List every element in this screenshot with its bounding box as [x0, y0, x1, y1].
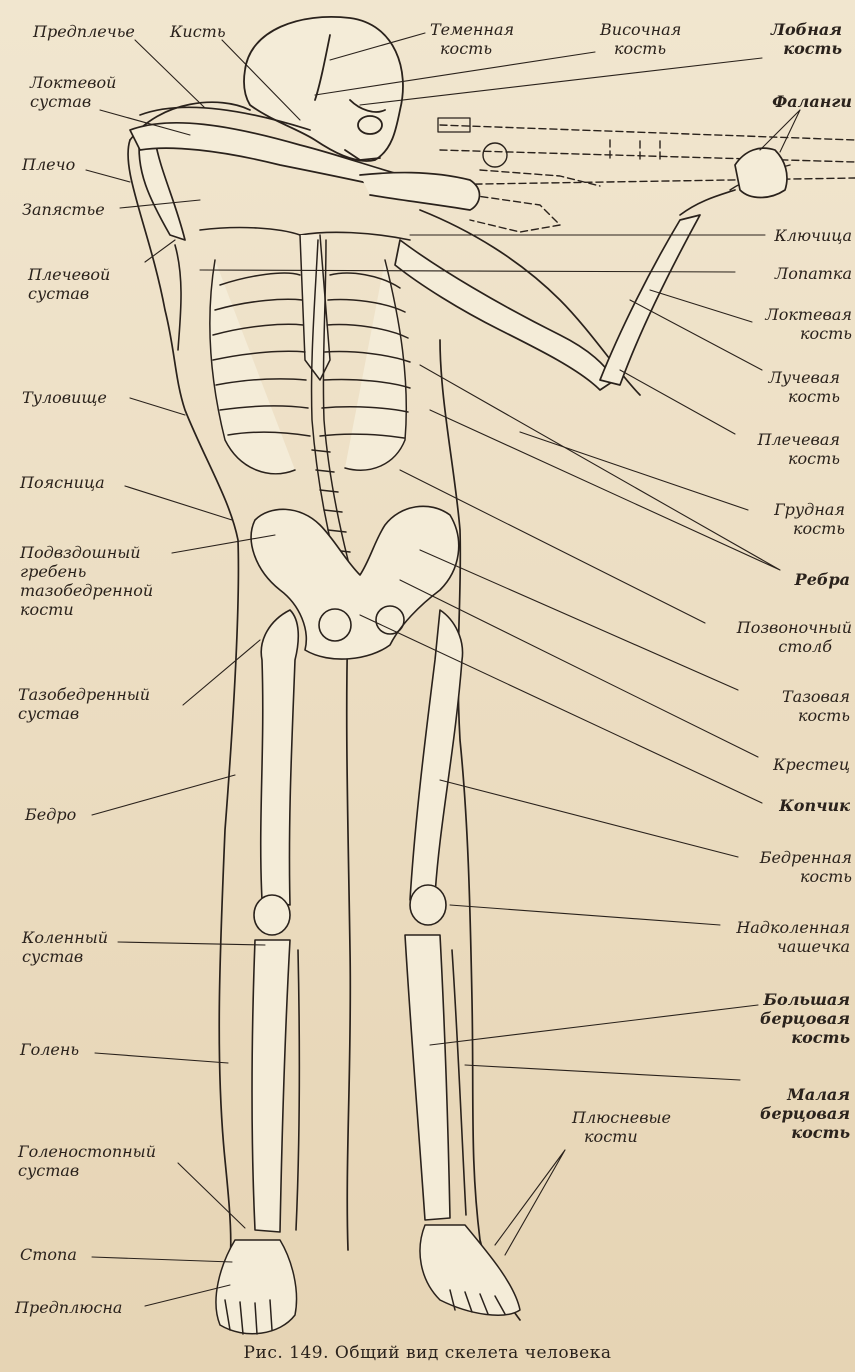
label-line: кость: [700, 1028, 850, 1047]
label-line: кость: [700, 387, 840, 406]
label-line: Локтевая: [700, 305, 852, 324]
label-hand: Кисть: [170, 22, 226, 41]
label-forearm: Предплечье: [33, 22, 135, 41]
label-line: Подвздошный: [20, 543, 153, 562]
label-line: сустав: [22, 947, 108, 966]
label-line: Большая: [700, 990, 850, 1009]
label-line: Тазовая: [700, 687, 850, 706]
label-shoulder-joint: Плечевой сустав: [28, 265, 110, 303]
label-scapula: Лопатка: [700, 264, 852, 283]
label-line: Локтевой: [30, 73, 116, 92]
label-line: Малая: [700, 1085, 850, 1104]
label-line: Надколенная: [700, 918, 850, 937]
label-temporal-bone: Височная кость: [600, 20, 681, 58]
label-line: кости: [20, 600, 153, 619]
label-line: кость: [700, 1123, 850, 1142]
label-line: гребень: [20, 562, 153, 581]
label-clavicle: Ключица: [700, 226, 852, 245]
label-line: Коленный: [22, 928, 108, 947]
label-line: Плечевой: [28, 265, 110, 284]
label-line: столб: [690, 637, 852, 656]
label-ulna: Локтевая кость: [700, 305, 852, 343]
label-femur: Бедренная кость: [700, 848, 852, 886]
label-foot: Стопа: [20, 1245, 77, 1264]
label-line: берцовая: [700, 1104, 850, 1123]
label-wrist: Запястье: [22, 200, 105, 219]
label-line: кость: [600, 39, 681, 58]
label-pelvic-bone: Тазовая кость: [700, 687, 850, 725]
label-line: Лобная: [742, 20, 842, 39]
label-line: тазобедренной: [20, 581, 153, 600]
rifle-outline: [420, 125, 855, 232]
label-hip-joint: Тазобедренный сустав: [18, 685, 150, 723]
label-elbow-joint: Локтевой сустав: [30, 73, 116, 111]
label-line: Голеностопный: [18, 1142, 156, 1161]
label-line: сустав: [18, 704, 150, 723]
label-shoulder: Плечо: [22, 155, 75, 174]
label-metatarsals: Плюсневые кости: [572, 1108, 671, 1146]
label-line: Лучевая: [700, 368, 840, 387]
label-line: Плечевая: [700, 430, 840, 449]
label-ankle-joint: Голеностопный сустав: [18, 1142, 156, 1180]
label-sacrum: Крестец: [700, 755, 850, 774]
label-line: кость: [700, 519, 845, 538]
label-parietal-bone: Теменная кость: [430, 20, 514, 58]
label-frontal-bone: Лобная кость: [742, 20, 842, 58]
label-line: сустав: [18, 1161, 156, 1180]
feet: [216, 1225, 520, 1334]
label-lower-back: Поясница: [20, 473, 105, 492]
label-line: Теменная: [430, 20, 514, 39]
label-line: Позвоночный: [690, 618, 852, 637]
label-line: кость: [700, 706, 850, 725]
label-coccyx: Копчик: [700, 796, 850, 815]
label-line: кость: [700, 867, 852, 886]
label-line: Бедренная: [700, 848, 852, 867]
label-fibula: Малая берцовая кость: [700, 1085, 850, 1142]
label-tibia: Большая берцовая кость: [700, 990, 850, 1047]
label-line: берцовая: [700, 1009, 850, 1028]
figure-caption: Рис. 149. Общий вид скелета человека: [0, 1343, 855, 1363]
label-line: кость: [430, 39, 514, 58]
label-line: кость: [700, 449, 840, 468]
label-sternum: Грудная кость: [700, 500, 845, 538]
label-spine: Позвоночный столб: [690, 618, 852, 656]
label-phalanges: Фаланги: [700, 92, 852, 111]
label-knee-joint: Коленный сустав: [22, 928, 108, 966]
label-patella: Надколенная чашечка: [700, 918, 850, 956]
label-line: Тазобедренный: [18, 685, 150, 704]
label-humerus: Плечевая кость: [700, 430, 840, 468]
label-line: кости: [572, 1127, 671, 1146]
label-line: Грудная: [700, 500, 845, 519]
label-thigh: Бедро: [25, 805, 76, 824]
leg-bones: [252, 610, 466, 1232]
label-line: Плюсневые: [572, 1108, 671, 1127]
label-line: сустав: [28, 284, 110, 303]
label-line: Височная: [600, 20, 681, 39]
label-ribs: Ребра: [700, 570, 850, 589]
label-tarsus: Предплюсна: [15, 1298, 122, 1317]
label-torso: Туловище: [22, 388, 107, 407]
label-shin: Голень: [20, 1040, 79, 1059]
label-line: кость: [742, 39, 842, 58]
label-radius: Лучевая кость: [700, 368, 840, 406]
label-line: кость: [700, 324, 852, 343]
label-iliac-crest: Подвздошный гребень тазобедренной кости: [20, 543, 153, 619]
label-line: чашечка: [700, 937, 850, 956]
label-line: сустав: [30, 92, 116, 111]
